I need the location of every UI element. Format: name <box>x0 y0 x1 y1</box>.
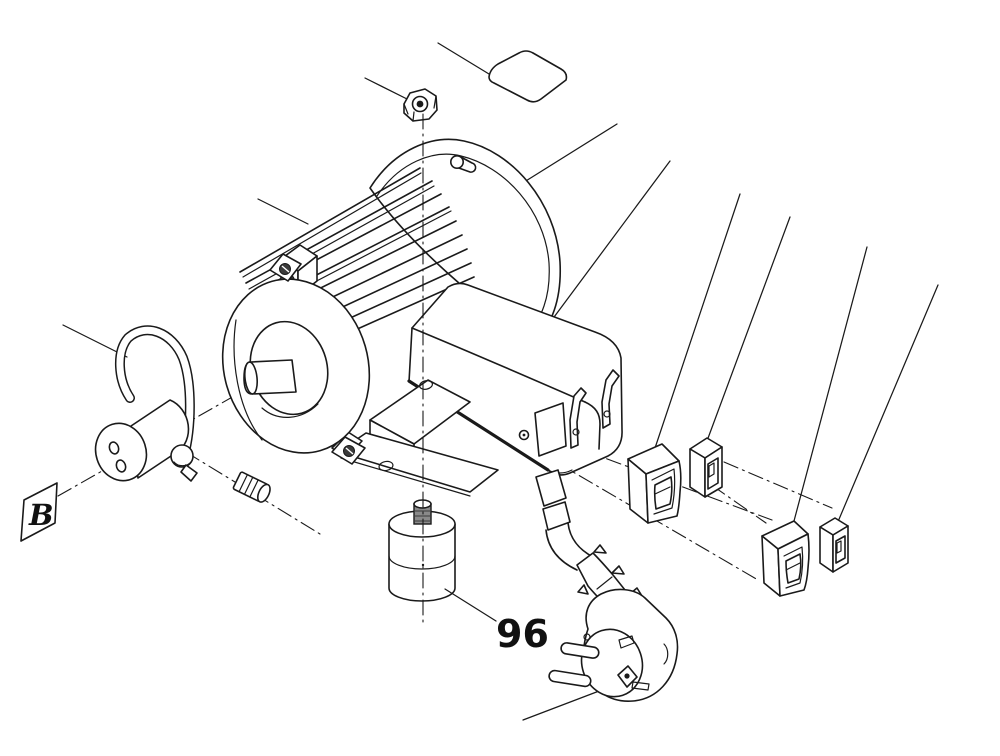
front-end-shield <box>221 253 371 465</box>
view-reference-plate: B <box>20 482 58 542</box>
spade-clip-2 <box>601 369 620 429</box>
lever-knob-cylinder <box>94 399 190 482</box>
name-plate <box>488 50 568 103</box>
part-number-label: 96 <box>496 612 549 656</box>
leader-name-plate <box>437 42 490 75</box>
lever-strap <box>114 325 195 461</box>
mounting-foot-bracket <box>331 379 499 497</box>
rocker-switch-small-2 <box>819 517 849 573</box>
lever-pivot-boss <box>170 444 198 482</box>
leader-switch-3 <box>789 246 868 537</box>
knob-hole-1 <box>108 441 120 455</box>
rocker-1 <box>653 476 673 510</box>
leader-plug <box>522 687 608 721</box>
cord-bead <box>542 501 571 531</box>
leader-motor-body <box>257 198 309 225</box>
plug-pin-2 <box>548 669 592 688</box>
leader-terminal-box <box>536 160 671 341</box>
leader-hex-nut <box>364 77 412 102</box>
cord-grip <box>535 469 567 507</box>
bracket-hole-top <box>418 380 434 390</box>
leader-lines <box>62 42 939 721</box>
bracket-hole-front <box>378 460 394 472</box>
plug-pin-1 <box>560 642 600 659</box>
rocker-switch-small-1 <box>689 437 723 498</box>
rocker-switch-large-1 <box>627 443 682 524</box>
rocker-3 <box>785 553 802 584</box>
centerline-switch-row-1b <box>723 461 833 509</box>
power-cord <box>535 469 679 702</box>
terminal-box <box>407 282 623 476</box>
coupling-sleeve <box>232 471 271 503</box>
leader-96 <box>444 588 497 622</box>
view-reference-label: B <box>28 498 54 532</box>
motor-shaft <box>243 359 297 395</box>
leader-switch-2 <box>703 216 791 450</box>
power-plug <box>548 588 679 702</box>
switch-cutout <box>534 402 567 457</box>
leader-rear-shield <box>520 123 618 185</box>
lever-knob-assembly <box>94 325 198 482</box>
hex-nut <box>403 88 438 122</box>
leader-switch-1 <box>650 193 741 461</box>
leader-switch-4 <box>836 284 939 525</box>
spade-clip-1 <box>569 387 587 449</box>
rear-end-shield <box>369 138 562 342</box>
capacitor <box>388 499 456 602</box>
top-lug <box>269 253 302 282</box>
rim-slot <box>449 155 477 173</box>
knob-hole-2 <box>115 459 127 473</box>
bottom-lug <box>331 436 366 465</box>
rocker-switch-large-2 <box>761 520 810 597</box>
